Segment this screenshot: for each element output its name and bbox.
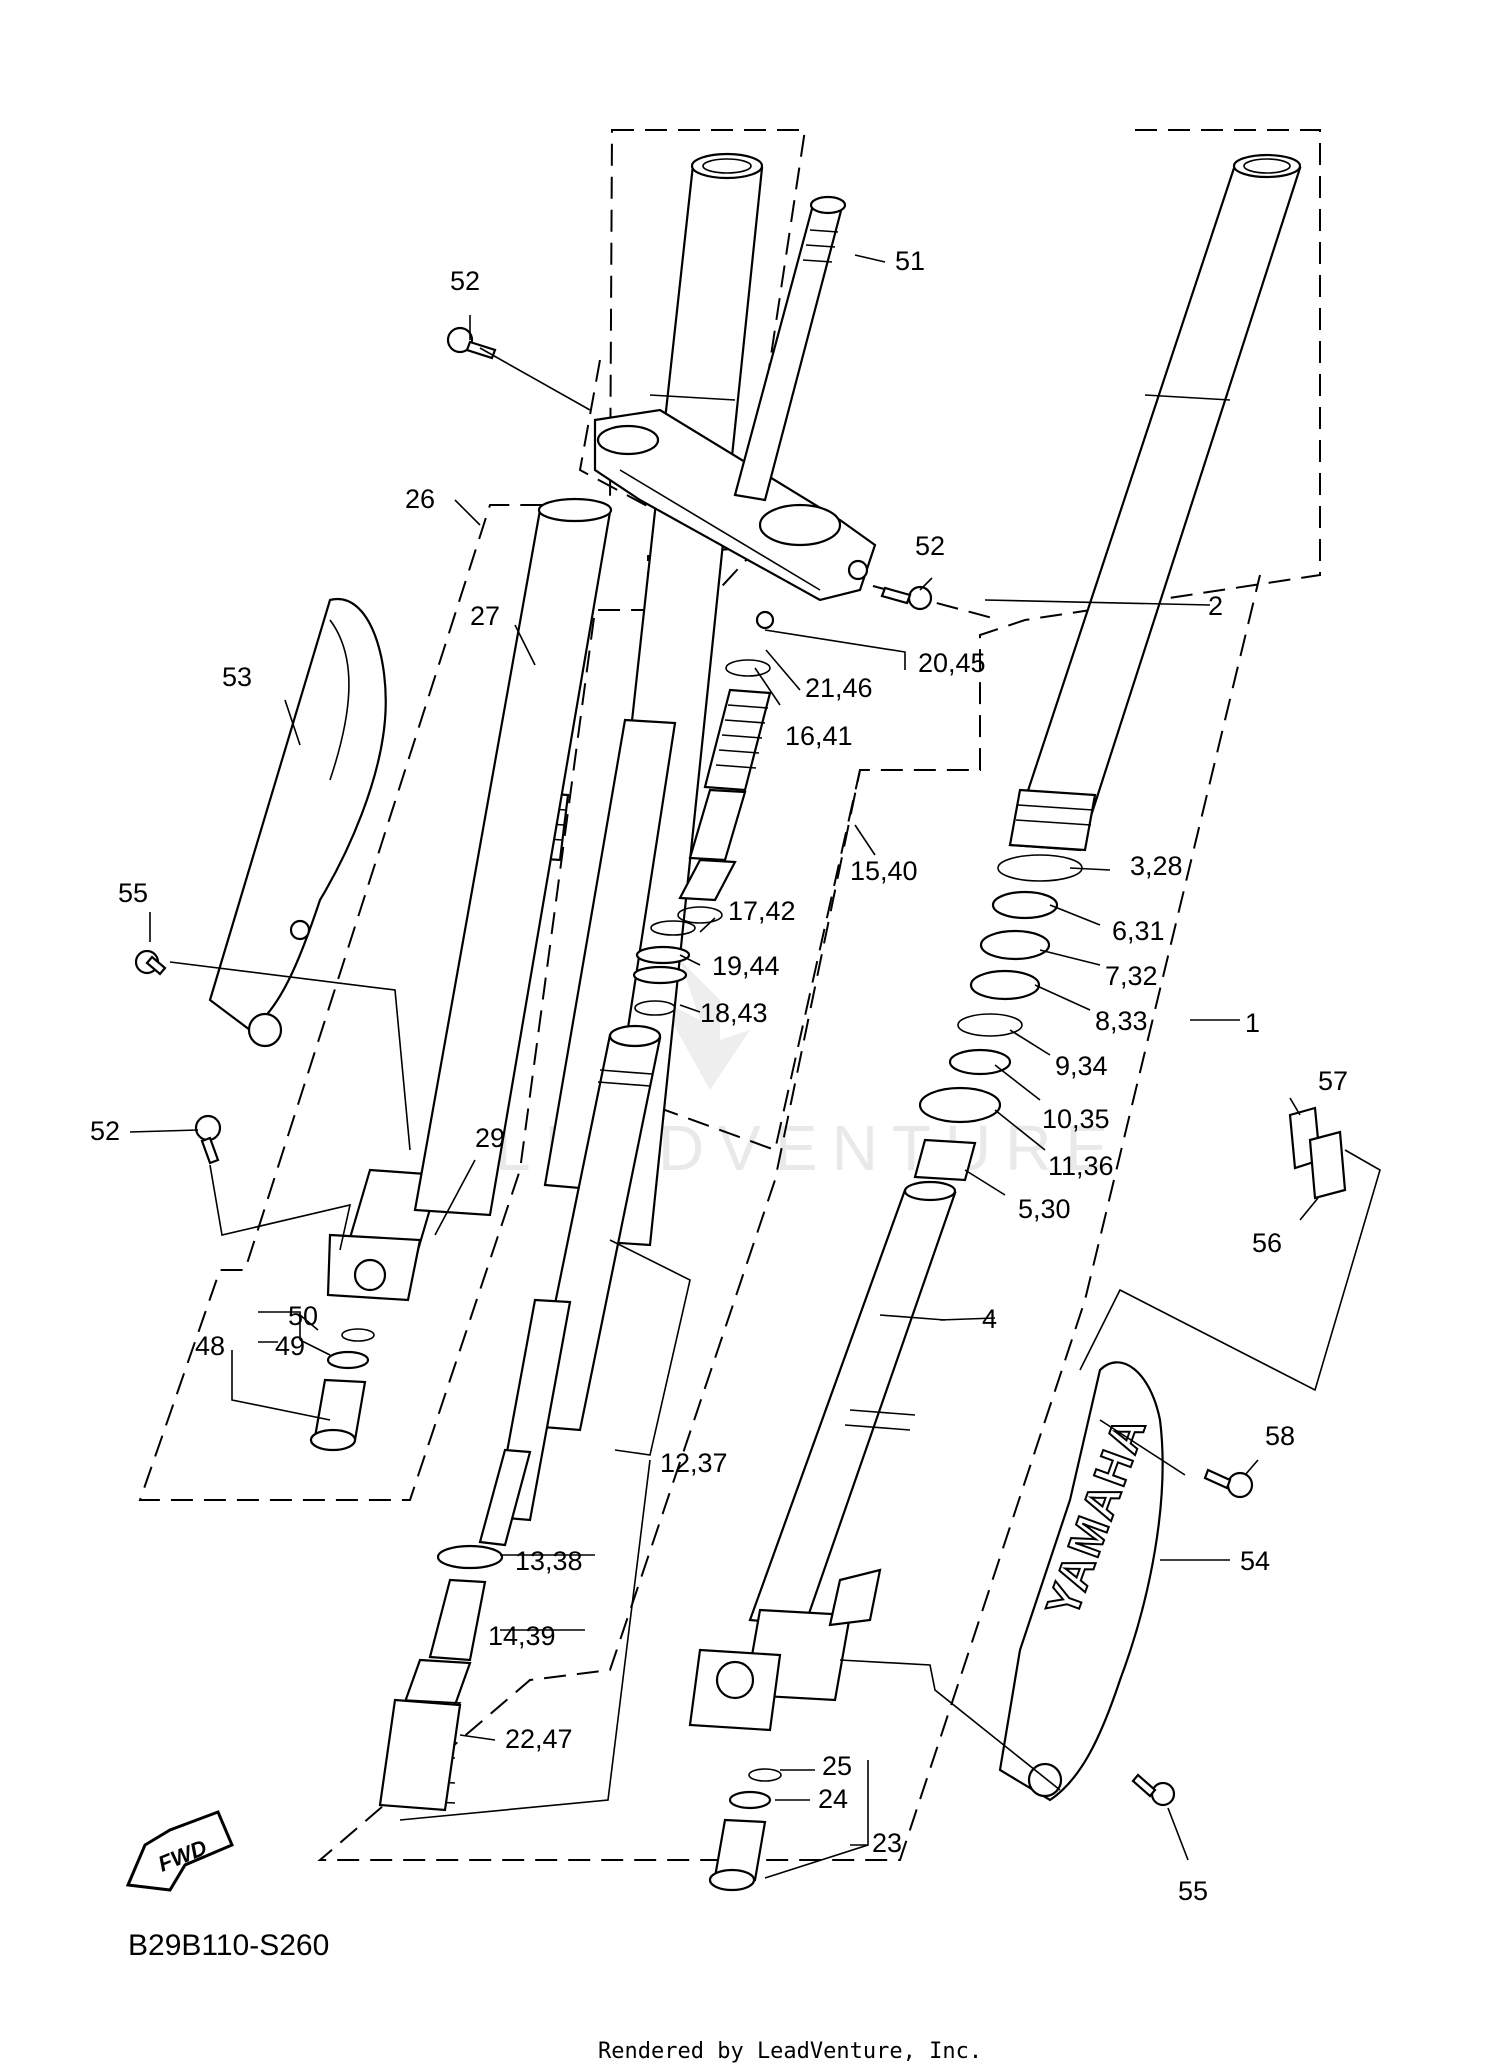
fork-guard-right: YAMAHA (998, 1361, 1164, 1802)
watermark-logo (660, 960, 750, 1090)
callout-8-33: 8,33 (1095, 1006, 1148, 1036)
callout-18-43: 18,43 (700, 998, 768, 1028)
leader-lines (129, 254, 1381, 1879)
callout-15-40: 15,40 (850, 856, 918, 886)
callout-21-46: 21,46 (805, 673, 873, 703)
callout-6-31: 6,31 (1112, 916, 1165, 946)
callout-52-top: 52 (450, 266, 480, 296)
callout-26: 26 (405, 484, 435, 514)
callout-52-clamp: 52 (915, 531, 945, 561)
o-ring-set (632, 920, 696, 1016)
callout-11-36: 11,36 (1048, 1151, 1114, 1181)
callout-58: 58 (1265, 1421, 1295, 1451)
callout-16-41: 16,41 (785, 721, 853, 751)
callout-27: 27 (470, 601, 500, 631)
damper-cartridge-assembly (677, 610, 775, 924)
callout-19-44: 19,44 (712, 951, 780, 981)
callout-55-left: 55 (118, 878, 148, 908)
bottom-bolt-left (309, 1328, 375, 1452)
axle-bracket-right (688, 1568, 882, 1732)
bolt-55-left (134, 949, 167, 976)
callout-25: 25 (822, 1751, 852, 1781)
group-outline-26 (138, 129, 807, 1501)
callout-17-42: 17,42 (728, 896, 796, 926)
callout-54: 54 (1240, 1546, 1270, 1576)
oil-seal-stack (913, 854, 1083, 1182)
callout-4: 4 (982, 1304, 997, 1334)
spring-and-seats (378, 1544, 504, 1812)
callout-labels: 1 2 3,28 4 5,30 6,31 7,32 8,33 9,34 10,3… (90, 246, 1348, 1906)
fork-outer-tube-right (1008, 153, 1302, 852)
callout-55-right: 55 (1178, 1876, 1208, 1906)
callout-50: 50 (288, 1301, 318, 1331)
damper-rod (478, 1024, 662, 1547)
callout-3-28: 3,28 (1130, 851, 1183, 881)
callout-12-37: 12,37 (660, 1448, 728, 1478)
callout-13-38: 13,38 (515, 1546, 583, 1576)
upper-triple-clamp (593, 408, 877, 602)
bolt-58 (1203, 1468, 1254, 1499)
callout-2: 2 (1208, 591, 1223, 621)
callout-24: 24 (818, 1784, 848, 1814)
callout-22-47: 22,47 (505, 1724, 573, 1754)
callout-51: 51 (895, 246, 925, 276)
group-outline-1 (317, 129, 1321, 1861)
fwd-arrow-icon: FWD (125, 1810, 234, 1892)
bolt-52-top (446, 326, 497, 360)
fork-inner-tube-right (748, 1180, 957, 1627)
callout-9-34: 9,34 (1055, 1051, 1108, 1081)
render-footer: Rendered by LeadVenture, Inc. (598, 2039, 982, 2064)
callout-29: 29 (475, 1123, 505, 1153)
callout-52-left: 52 (90, 1116, 120, 1146)
diagram-code: B29B110-S260 (128, 1929, 329, 1962)
brake-hose-bracket (1288, 1106, 1347, 1200)
callout-49: 49 (275, 1331, 305, 1361)
callout-48: 48 (195, 1331, 225, 1361)
callout-1: 1 (1245, 1008, 1260, 1038)
bolt-55-right (1131, 1773, 1176, 1807)
fork-guard-left (208, 597, 387, 1048)
callout-10-35: 10,35 (1042, 1104, 1110, 1134)
callout-23: 23 (872, 1828, 902, 1858)
callout-56: 56 (1252, 1228, 1282, 1258)
callout-7-32: 7,32 (1105, 961, 1158, 991)
callout-14-39: 14,39 (488, 1621, 556, 1651)
bolt-52-clamp (880, 585, 933, 611)
axle-bolt-assembly (708, 1768, 782, 1892)
callout-53: 53 (222, 662, 252, 692)
steering-stem (733, 195, 847, 502)
callout-5-30: 5,30 (1018, 1194, 1071, 1224)
bolt-52-axle (194, 1114, 222, 1165)
callout-57: 57 (1318, 1066, 1348, 1096)
fork-inner-tube-left (413, 497, 613, 1217)
callout-20-45: 20,45 (918, 648, 986, 678)
